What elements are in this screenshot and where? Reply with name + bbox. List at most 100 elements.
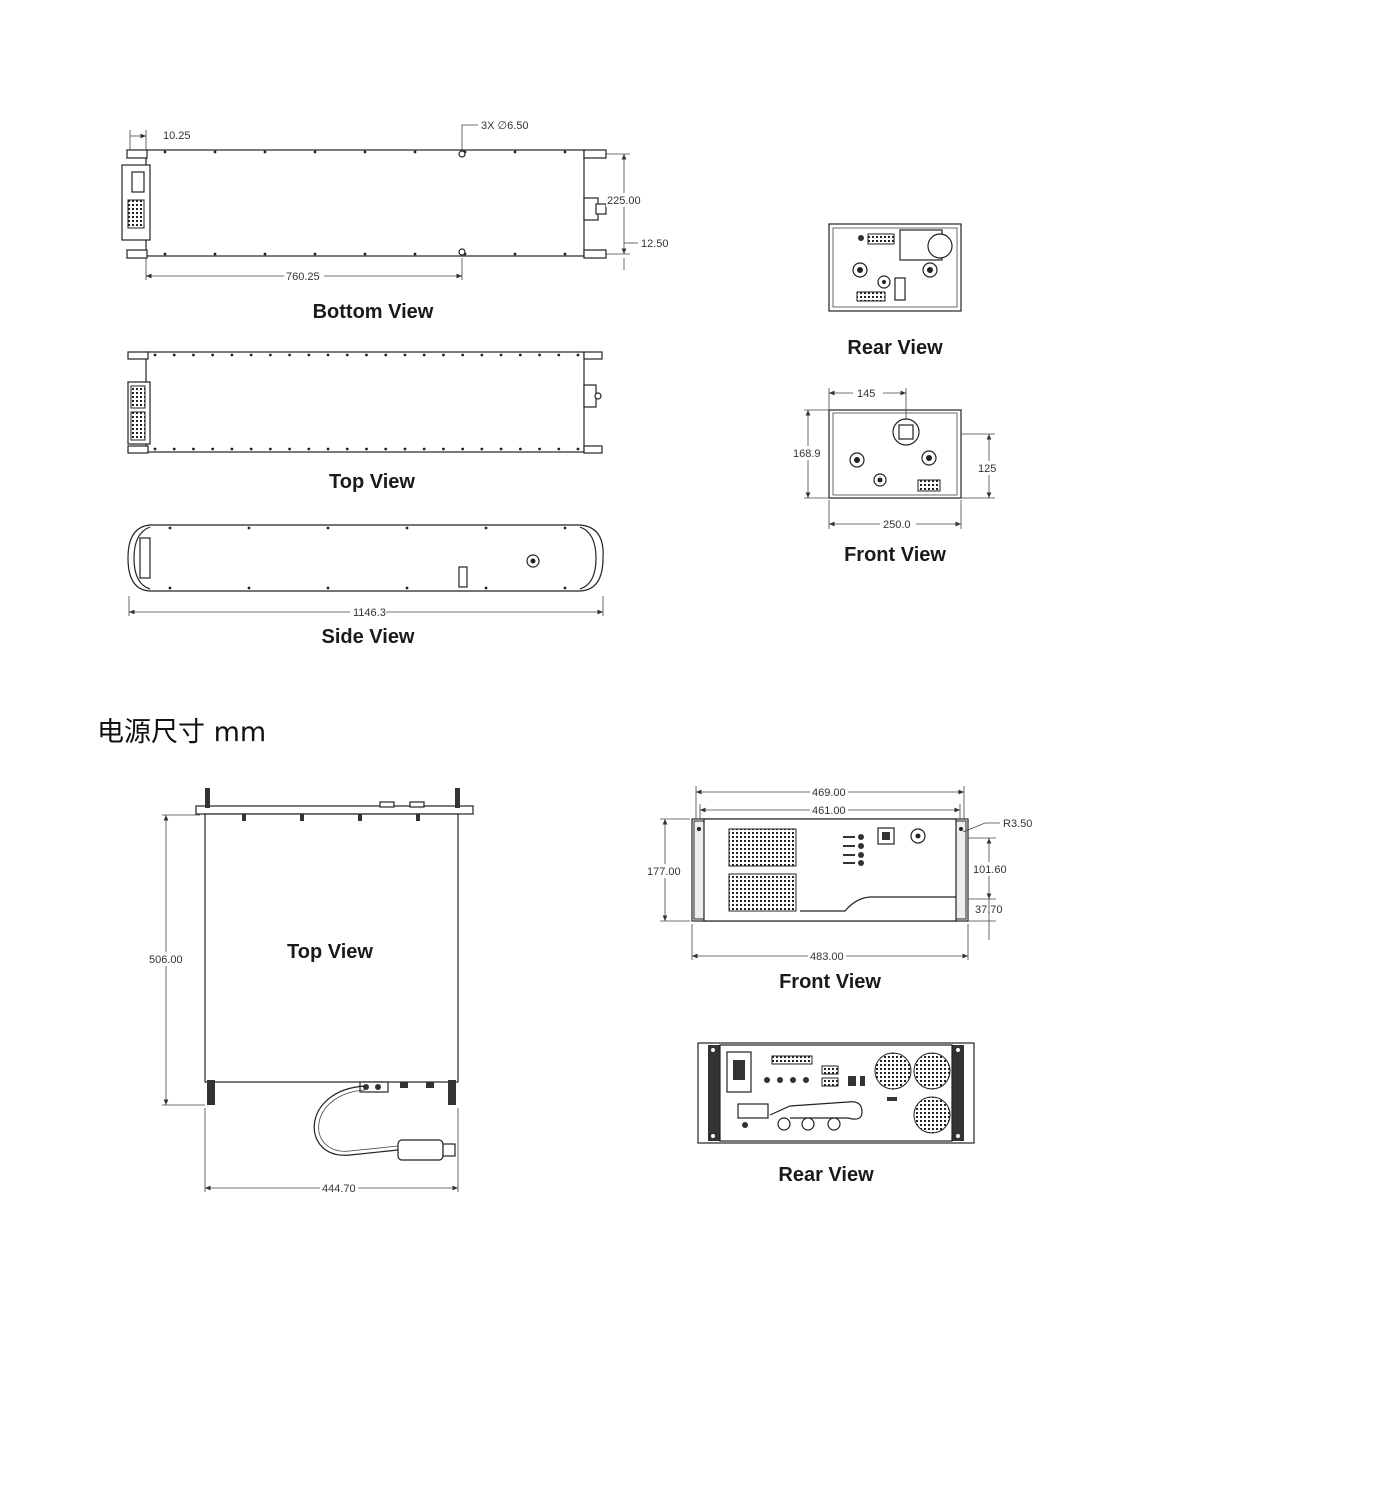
screw-dot: [413, 252, 417, 256]
dim-psu-radius: R3.50: [1003, 818, 1032, 830]
dim-side-length: 1146.3: [353, 607, 386, 619]
label-psu-top-view: Top View: [287, 941, 373, 963]
screw-dot: [538, 447, 541, 451]
screw-dot: [263, 252, 267, 256]
dim-psu-height: 177.00: [647, 866, 681, 878]
screw-dot: [313, 252, 317, 256]
screw-dot: [499, 353, 503, 357]
screw-dot: [363, 252, 367, 256]
screw-dot: [163, 252, 167, 256]
screw-dot: [163, 150, 167, 154]
screw-dot: [363, 150, 367, 154]
screw-dot: [168, 586, 172, 590]
dim-psu-inner: 461.00: [812, 805, 846, 817]
laser-bottom-view: 10.25 3X ∅6.50 225.00 12.50 760.25 Botto…: [121, 120, 669, 323]
screw-dot: [480, 353, 484, 357]
dim-psu-h1: 101.60: [973, 864, 1007, 876]
dim-length: 760.25: [286, 271, 320, 283]
screw-dot: [480, 447, 484, 451]
psu-rear-view: Rear View: [697, 1042, 975, 1186]
screw-dot: [213, 150, 217, 154]
laser-top-view: Top View: [127, 351, 603, 493]
screw-dot: [192, 353, 195, 357]
screw-dot: [563, 526, 567, 530]
screw-dot: [326, 447, 330, 451]
dim-psu-depth: 506.00: [149, 954, 183, 966]
screw-dot: [422, 353, 426, 357]
screw-dot: [461, 353, 465, 357]
screw-dot: [538, 353, 541, 357]
screw-dot: [384, 447, 388, 451]
screw-dot: [563, 150, 567, 154]
label-front-view: Front View: [844, 544, 946, 566]
dim-front-top: 145: [857, 388, 875, 400]
laser-side-view: 1146.3 Side View: [127, 524, 604, 648]
screw-dot: [313, 150, 317, 154]
screw-dot: [307, 447, 311, 451]
screw-dot: [557, 353, 561, 357]
screw-dot: [247, 526, 251, 530]
screw-dot: [484, 526, 488, 530]
screw-dot: [518, 353, 522, 357]
dim-width: 225.00: [607, 195, 641, 207]
dim-psu-h2: 37.70: [975, 904, 1003, 916]
label-bottom-view: Bottom View: [313, 301, 434, 323]
dim-psu-rack: 483.00: [810, 951, 844, 963]
screw-dot: [413, 150, 417, 154]
psu-top-view: Top View 506.00 444.70: [148, 788, 474, 1195]
dim-offset: 10.25: [163, 130, 191, 142]
screw-dot: [403, 353, 407, 357]
screw-dot: [213, 252, 217, 256]
label-rear-view: Rear View: [847, 337, 943, 359]
screw-dot: [557, 447, 561, 451]
screw-dot: [211, 447, 215, 451]
screw-dot: [576, 447, 580, 451]
screw-dot: [288, 447, 291, 451]
dim-foot: 12.50: [641, 238, 669, 250]
screw-dot: [153, 353, 157, 357]
screw-dot: [153, 447, 157, 451]
label-psu-rear-view: Rear View: [778, 1164, 874, 1186]
dim-front-height: 168.9: [793, 448, 821, 460]
dim-psu-outer: 469.00: [812, 787, 846, 799]
screw-dot: [365, 353, 368, 357]
screw-dot: [442, 353, 445, 357]
screw-dot: [345, 353, 349, 357]
screw-dot: [442, 447, 445, 451]
laser-front-view: 145 168.9 125 250.0 Front View: [792, 386, 1000, 566]
screw-dot: [576, 353, 580, 357]
screw-dot: [230, 353, 234, 357]
screw-dot: [499, 447, 503, 451]
screw-dot: [307, 353, 311, 357]
screw-dot: [211, 353, 215, 357]
label-side-view: Side View: [321, 626, 414, 648]
screw-dot: [326, 353, 330, 357]
label-top-view: Top View: [329, 471, 415, 493]
screw-dot: [288, 353, 291, 357]
screw-dot: [168, 526, 172, 530]
screw-dot: [518, 447, 522, 451]
screw-dot: [230, 447, 234, 451]
screw-dot: [345, 447, 349, 451]
dim-front-right: 125: [978, 463, 996, 475]
screw-dot: [268, 447, 272, 451]
screw-dot: [268, 353, 272, 357]
screw-dot: [513, 252, 517, 256]
screw-dot: [172, 447, 176, 451]
screw-dot: [247, 586, 251, 590]
screw-dot: [384, 353, 388, 357]
dim-holes: 3X ∅6.50: [481, 120, 529, 132]
dim-front-width: 250.0: [883, 519, 911, 531]
screw-dot: [422, 447, 426, 451]
screw-dot: [563, 586, 567, 590]
screw-dot: [563, 252, 567, 256]
screw-dot: [365, 447, 368, 451]
screw-dot: [405, 526, 409, 530]
laser-rear-view: Rear View: [828, 223, 962, 359]
screw-dot: [484, 586, 488, 590]
screw-dot: [326, 586, 330, 590]
power-supply-heading: 电源尺寸 mm: [97, 717, 266, 748]
psu-front-view: 469.00 461.00 R3.50 177.00 101.60 37.70 …: [646, 785, 1032, 993]
screw-dot: [326, 526, 330, 530]
